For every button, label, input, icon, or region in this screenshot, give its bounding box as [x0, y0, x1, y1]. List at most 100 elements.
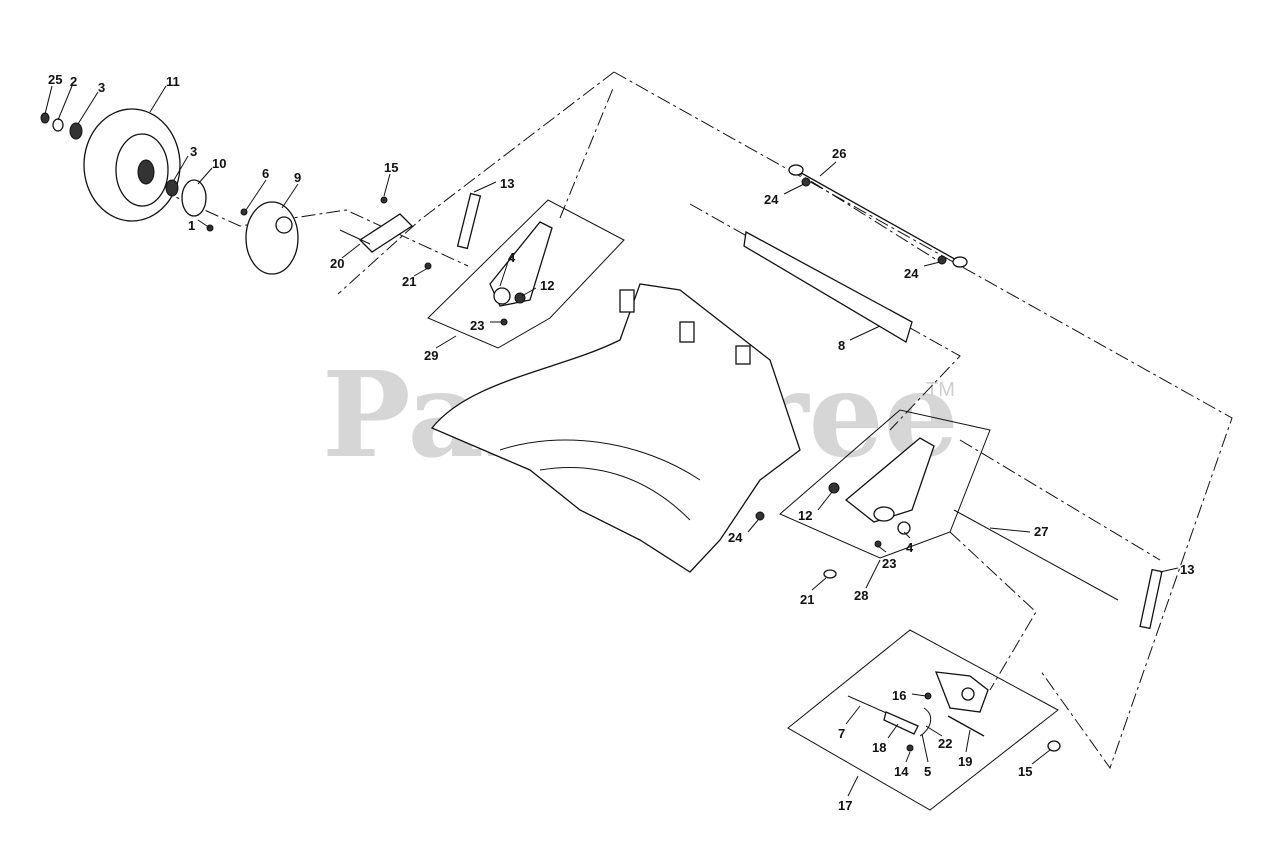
leader-c12b: [817, 491, 833, 511]
callout-12a: 12: [540, 278, 554, 293]
callout-17: 17: [838, 798, 852, 813]
deck-rim: [499, 439, 701, 481]
latch-18: [883, 711, 919, 735]
callout-15b: 15: [1018, 764, 1032, 779]
callout-6: 6: [262, 166, 269, 181]
nut-24c: [755, 511, 765, 521]
callout-22: 22: [938, 736, 952, 751]
leader-c14: [905, 751, 911, 763]
leader-c24b: [923, 261, 941, 267]
leader-left-bracket: [559, 85, 615, 219]
leader-c24a: [783, 183, 805, 195]
leader-c12a: [521, 287, 537, 297]
leader-c28: [865, 559, 881, 589]
callout-24c: 24: [728, 530, 743, 545]
leader-c19: [965, 729, 971, 753]
callout-23b: 23: [882, 556, 896, 571]
leader-c15a: [383, 173, 391, 197]
leader-lower: [949, 531, 1037, 691]
leader-c15b: [1031, 749, 1051, 765]
leader-c21a: [413, 267, 429, 277]
leader-c9: [281, 183, 299, 209]
bolt-15b: [1047, 740, 1061, 752]
leader-c29: [435, 335, 457, 349]
callout-10: 10: [212, 156, 226, 171]
lever-17-outline: [787, 629, 1059, 811]
callout-18: 18: [872, 740, 886, 755]
callout-29: 29: [424, 348, 438, 363]
nut-24b: [937, 255, 947, 265]
leader-c4b: [903, 531, 911, 539]
leader-c16: [911, 693, 927, 697]
callout-2: 2: [70, 74, 77, 89]
screw-6: [240, 208, 248, 216]
wheel-assembly: [40, 108, 299, 275]
bushing-4a: [493, 287, 511, 305]
callout-3b: 3: [190, 144, 197, 159]
callout-23a: 23: [470, 318, 484, 333]
leader-c20: [341, 243, 361, 259]
callout-11: 11: [166, 74, 180, 89]
left-bracket-parts: [339, 192, 553, 326]
callout-20: 20: [330, 256, 344, 271]
deck-inner: [539, 467, 691, 521]
callout-21a: 21: [402, 274, 416, 289]
gear-10: [181, 179, 207, 217]
bearing-3b: [165, 179, 179, 197]
leader-c27: [989, 527, 1031, 533]
bushing-4b: [897, 521, 911, 535]
spring-13b: [1139, 568, 1163, 630]
wheel-center: [137, 159, 155, 185]
leader-c13b: [1159, 567, 1179, 573]
right-bracket-parts: [823, 437, 1163, 630]
leader-top-loop: [337, 71, 615, 295]
callout-12b: 12: [798, 508, 812, 523]
callout-25: 25: [48, 72, 62, 87]
leader-c7: [845, 705, 861, 725]
callout-19: 19: [958, 754, 972, 769]
plate-9-hole: [275, 216, 293, 234]
leader-c24c: [747, 519, 759, 533]
leader-c1: [197, 219, 211, 229]
leader-rod: [789, 167, 941, 263]
bearing-3a: [69, 122, 83, 140]
leader-c26: [819, 161, 837, 177]
plate-9: [245, 201, 299, 275]
spring-13a: [456, 192, 482, 250]
shaft-19: [947, 715, 985, 737]
leader-c5: [921, 733, 929, 763]
leader-mid: [959, 439, 1161, 561]
leader-c17: [847, 775, 859, 797]
leader-c23b: [877, 545, 887, 553]
callout-24a: 24: [764, 192, 779, 207]
callout-8: 8: [838, 338, 845, 353]
callout-27: 27: [1034, 524, 1048, 539]
callout-14: 14: [894, 764, 909, 779]
bolt-15a: [380, 196, 388, 204]
callout-4b: 4: [906, 540, 914, 555]
leader-c3b: [173, 155, 189, 181]
leader-c25: [44, 85, 53, 115]
callout-15a: 15: [384, 160, 398, 175]
watermark-trademark: TM: [926, 379, 955, 401]
deck-body: [430, 283, 801, 573]
callout-leaders: [44, 85, 1179, 797]
callout-16: 16: [892, 688, 906, 703]
leader-c11: [149, 85, 167, 113]
washer-2: [52, 118, 64, 132]
spring-22: [919, 707, 932, 737]
leader-c8: [849, 325, 881, 341]
bracket-29-outline: [427, 199, 625, 349]
leader-c2: [57, 85, 73, 121]
callout-4a: 4: [508, 250, 516, 265]
leader-c18: [887, 723, 899, 739]
leader-top-right: [613, 71, 1233, 770]
leader-c6: [245, 179, 267, 211]
bolt-21a: [424, 262, 432, 270]
leader-c22: [925, 725, 943, 737]
leader-c3a: [77, 91, 99, 125]
shield-8: [743, 230, 913, 343]
bolt-21b: [823, 569, 837, 579]
pin-20: [339, 229, 371, 245]
